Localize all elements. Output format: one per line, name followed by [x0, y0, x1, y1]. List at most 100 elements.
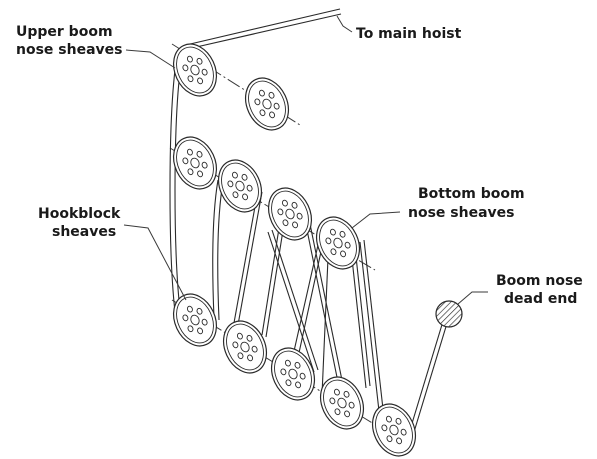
sheave-hole — [277, 208, 284, 216]
label-upper-boom-1: Upper boom — [16, 24, 113, 40]
leader-lines — [123, 15, 488, 305]
sheave-hole — [259, 109, 266, 117]
rope-seg-1 — [169, 61, 177, 321]
sheave-hole — [196, 307, 203, 315]
bottom-sheave-4 — [315, 216, 361, 270]
sheave-hole — [339, 230, 346, 238]
sheave-hole — [386, 435, 393, 443]
sheave-hole — [201, 161, 208, 169]
sheave-hole — [381, 424, 388, 432]
sheave-hole — [197, 327, 204, 335]
sheave-hole — [251, 345, 258, 353]
sheave-hole — [396, 437, 403, 445]
sheave-hole — [344, 241, 351, 249]
sheave-hole — [295, 381, 302, 389]
label-bottom-boom-1: Bottom boom — [418, 186, 525, 202]
rope-seg-10 — [359, 241, 381, 421]
rope-seg-9 — [321, 257, 329, 396]
rope-seg-4 — [261, 221, 281, 336]
sheave-hole — [241, 173, 248, 181]
sheave-hole — [231, 171, 238, 179]
rope-seg-3 — [229, 189, 259, 346]
rope-seg-8b — [353, 237, 371, 387]
upper-sheave-2 — [244, 77, 290, 131]
upper-sheave-1 — [172, 43, 218, 97]
sheave-hole — [258, 89, 265, 97]
rope-seg-1b — [174, 63, 182, 319]
label-dead-end-1: Boom nose — [496, 273, 583, 289]
leader-bottom-boom — [351, 211, 401, 229]
sheave-hole — [186, 148, 193, 156]
rope-seg-4b — [265, 223, 285, 338]
label-upper-boom-2: nose sheaves — [16, 42, 122, 58]
sheave-hub — [190, 157, 200, 169]
sheave-hole — [236, 332, 243, 340]
rope-seg-5b — [271, 229, 319, 371]
rope-seg-2b — [217, 181, 224, 321]
rope-to-hoist — [185, 8, 341, 46]
hook-sheave-4 — [319, 376, 365, 430]
sheave-hole — [186, 305, 193, 313]
sheave-hole — [196, 57, 203, 65]
bottom-sheave-1 — [172, 136, 218, 190]
sheave-hole — [385, 415, 392, 423]
sheave-hub — [389, 424, 399, 436]
sheave-hub — [190, 64, 200, 76]
sheave-hub — [288, 368, 298, 380]
hook-sheave-3 — [270, 347, 316, 401]
sheave-hole — [182, 157, 189, 165]
leader-main-hoist — [336, 15, 353, 33]
sheave-hole — [197, 170, 204, 178]
sheave-hole — [187, 75, 194, 83]
sheave-hub — [240, 341, 250, 353]
sheave-hole — [232, 341, 239, 349]
leader-dead-end — [457, 291, 488, 305]
sheave-hole — [227, 180, 234, 188]
hook-sheave-5 — [371, 403, 417, 457]
rope-to-hoist-b — [191, 13, 342, 49]
sheave-hole — [269, 111, 276, 119]
sheave-hole — [395, 417, 402, 425]
sheave-hole — [329, 228, 336, 236]
label-hookblock-1: Hookblock — [38, 206, 121, 222]
sheave-hole — [201, 68, 208, 76]
rope-seg-6b — [296, 246, 323, 363]
leader-hookblock — [123, 224, 187, 301]
sheave-hole — [296, 212, 303, 220]
sheave-hub — [235, 180, 245, 192]
sheave-hole — [294, 361, 301, 369]
sheave-hole — [285, 379, 292, 387]
sheave-hole — [246, 184, 253, 192]
rope-seg-11b — [413, 319, 449, 433]
sheave-hole — [187, 168, 194, 176]
rope-seg-11 — [409, 317, 445, 431]
sheave-hole — [344, 410, 351, 418]
sheave-hole — [291, 201, 298, 209]
sheave-hole — [232, 191, 239, 199]
label-bottom-boom-2: nose sheaves — [408, 205, 514, 221]
wire-rope — [169, 8, 449, 433]
sheave-hole — [182, 314, 189, 322]
sheave-hole — [268, 91, 275, 99]
rope-seg-10b — [363, 239, 385, 419]
sheave-hole — [343, 390, 350, 398]
hook-sheave-1 — [172, 293, 218, 347]
sheave-hole — [237, 352, 244, 360]
label-hookblock-2: sheaves — [52, 224, 116, 240]
sheave-hole — [329, 397, 336, 405]
sheave-hole — [348, 401, 355, 409]
sheave-hole — [299, 372, 306, 380]
sheave-hole — [254, 98, 261, 106]
sheave-hole — [400, 428, 407, 436]
sheaves-group — [172, 43, 417, 457]
sheave-hole — [187, 325, 194, 333]
sheave-hole — [182, 64, 189, 72]
sheave-hub — [285, 208, 295, 220]
rope-seg-5 — [267, 231, 315, 373]
sheave-hole — [325, 237, 332, 245]
label-dead-end-2: dead end — [504, 291, 577, 307]
bottom-sheave-2 — [217, 159, 263, 213]
rope-seg-7 — [305, 224, 341, 393]
sheave-hole — [197, 77, 204, 85]
bottom-sheave-3 — [267, 187, 313, 241]
